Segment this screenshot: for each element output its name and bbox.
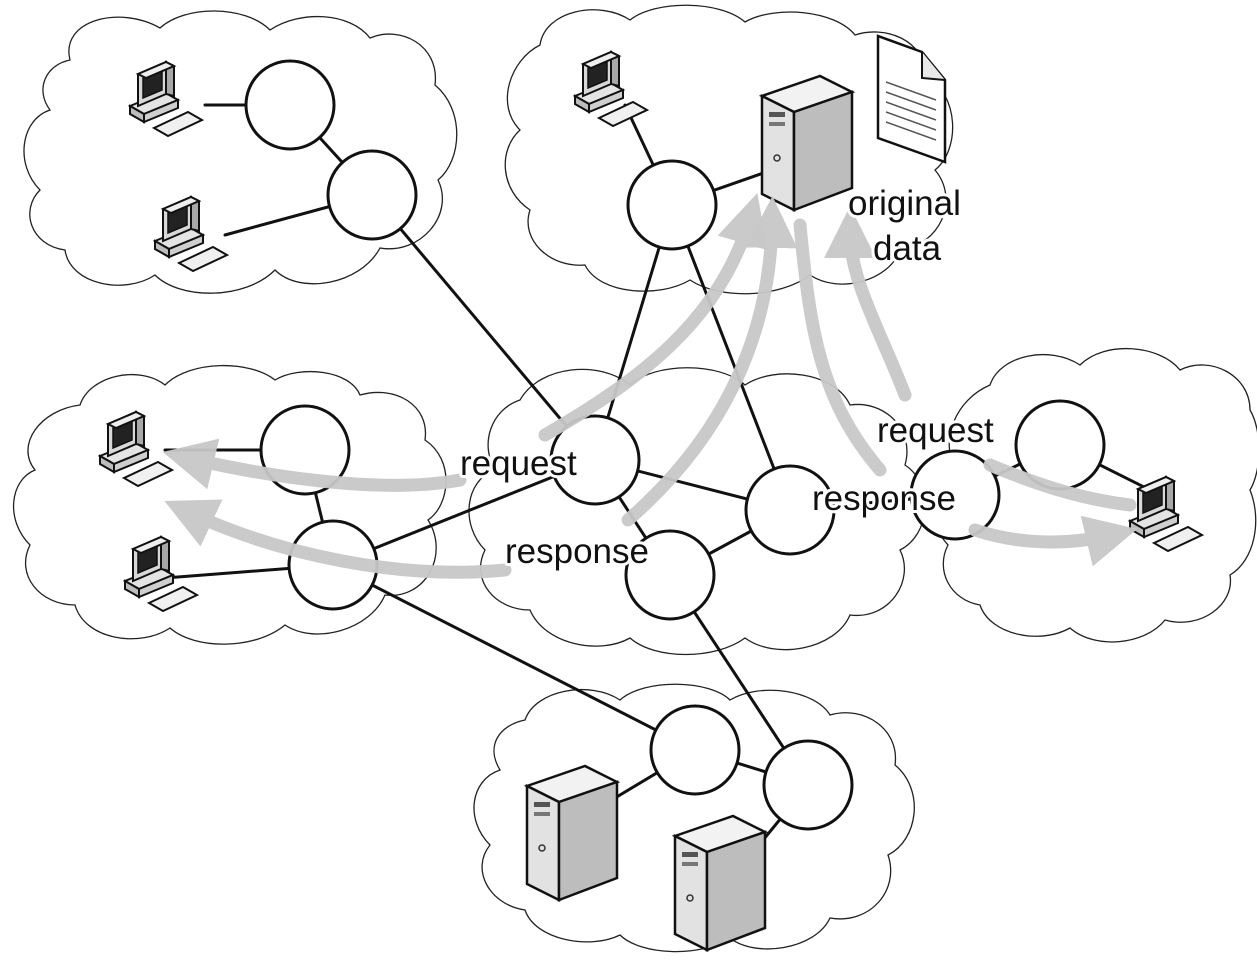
- server-icon: [525, 764, 619, 902]
- flow-arrow: [621, 196, 798, 527]
- flow-arrows: [162, 193, 1138, 579]
- router-node: [744, 464, 836, 556]
- response-label-right: response: [812, 479, 956, 518]
- router-node: [762, 739, 854, 831]
- flow-arrow: [162, 438, 467, 492]
- router-node: [549, 414, 641, 506]
- server-icon: [673, 814, 767, 952]
- request-label-right: request: [877, 411, 994, 450]
- router-node: [326, 149, 418, 241]
- flow-arrow: [983, 458, 1137, 512]
- flow-arrow: [164, 499, 512, 579]
- router-node: [626, 159, 718, 251]
- response-label-left: response: [505, 532, 649, 571]
- flow-arrow: [793, 218, 887, 477]
- original-data-label-line1: original: [848, 184, 961, 223]
- cloud-top-left: [23, 10, 458, 294]
- router-node: [649, 704, 741, 796]
- server-icon: [760, 74, 854, 212]
- router-node: [244, 59, 336, 151]
- cloud-middle-left: [12, 364, 447, 645]
- request-label-left: request: [460, 444, 577, 483]
- flow-arrow: [538, 193, 768, 442]
- document-icon: [876, 34, 947, 164]
- flow-arrow: [824, 206, 912, 402]
- original-data-label-line2: data: [873, 229, 942, 268]
- router-nodes: [244, 59, 1106, 831]
- router-node: [909, 449, 1001, 541]
- router-node: [624, 529, 716, 621]
- flow-arrow: [968, 515, 1138, 567]
